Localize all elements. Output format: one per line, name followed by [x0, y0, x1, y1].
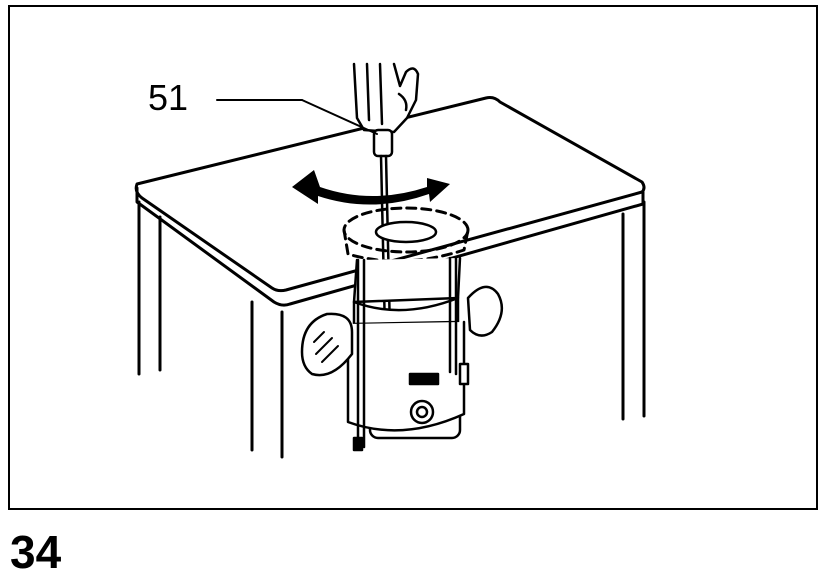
table-legs — [137, 200, 646, 459]
table-top — [134, 96, 646, 307]
hand-with-screwdriver — [352, 62, 420, 334]
callout-leader-line — [216, 99, 378, 135]
figure-number: 34 — [10, 526, 62, 578]
router-table-illustration — [134, 62, 646, 459]
illustration-frame — [8, 5, 818, 510]
rotation-arrow — [292, 170, 450, 205]
callout-label-51: 51 — [148, 77, 189, 118]
router-body — [346, 220, 470, 452]
router-handles — [300, 285, 504, 377]
